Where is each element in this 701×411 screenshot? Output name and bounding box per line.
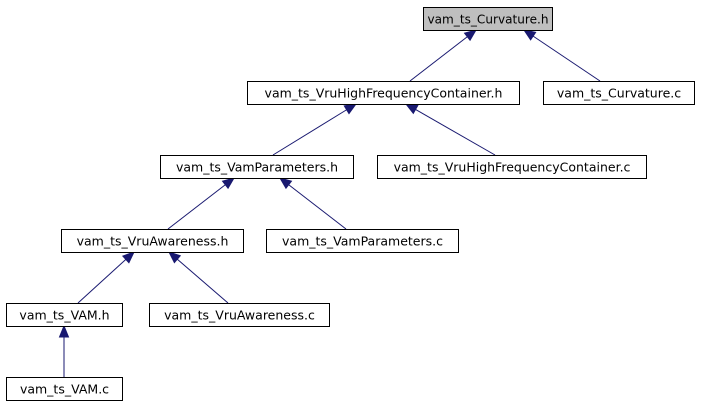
node-box[interactable] (61, 229, 244, 253)
edge-line (288, 184, 347, 230)
arrowhead-icon (121, 251, 135, 264)
node-box[interactable] (6, 377, 123, 401)
node-box[interactable] (266, 229, 459, 253)
node-vruhf-h[interactable]: vam_ts_VruHighFrequencyContainer.h (247, 81, 520, 105)
node-curv-h[interactable]: vam_ts_Curvature.h (423, 7, 553, 31)
node-label: vam_ts_Curvature.c (557, 86, 681, 101)
node-label: vam_ts_VAM.c (20, 382, 109, 397)
arrowhead-icon (343, 103, 358, 115)
arrowhead-icon (58, 324, 70, 338)
node-box[interactable] (160, 155, 354, 179)
node-vamparam-c[interactable]: vam_ts_VamParameters.c (266, 229, 459, 253)
edge-line (532, 35, 601, 82)
nodes-layer: vam_ts_Curvature.h vam_ts_VruHighFrequenc… (6, 7, 695, 401)
node-box[interactable] (377, 155, 647, 179)
node-box[interactable] (149, 303, 330, 327)
edge-vruaw_h-to-vamparam_h (167, 177, 236, 230)
edge-vamparam_h-to-vruhf_h (272, 103, 358, 156)
edge-line (409, 36, 468, 82)
node-label: vam_ts_Curvature.h (428, 12, 549, 27)
edge-vruhf_h-to-curv_h (409, 29, 478, 82)
node-vruaw-h[interactable]: vam_ts_VruAwareness.h (61, 229, 244, 253)
node-label: vam_ts_VruAwareness.c (164, 308, 315, 323)
node-label: vam_ts_VruAwareness.h (77, 234, 229, 249)
edge-line (176, 258, 229, 304)
edge-line (272, 109, 347, 156)
node-box[interactable] (423, 7, 553, 31)
arrowhead-icon (221, 177, 236, 190)
edge-vam_h-to-vruaw_h (77, 251, 135, 304)
node-box[interactable] (247, 81, 520, 105)
node-label: vam_ts_VruHighFrequencyContainer.c (394, 160, 631, 175)
node-box[interactable] (543, 81, 695, 105)
edge-curv_c-to-curv_h (522, 29, 601, 82)
node-curv-c[interactable]: vam_ts_Curvature.c (543, 81, 695, 105)
node-label: vam_ts_VamParameters.c (282, 234, 443, 249)
node-vam-c[interactable]: vam_ts_VAM.c (6, 377, 123, 401)
node-vamparam-h[interactable]: vam_ts_VamParameters.h (160, 155, 354, 179)
arrowhead-icon (522, 29, 537, 41)
node-vruhf-c[interactable]: vam_ts_VruHighFrequencyContainer.c (377, 155, 647, 179)
node-label: vam_ts_VAM.h (19, 308, 109, 323)
edge-vam_c-to-vam_h (58, 324, 70, 377)
edge-line (77, 259, 127, 304)
edge-vruaw_c-to-vruaw_h (168, 251, 229, 304)
arrowhead-icon (404, 103, 419, 115)
arrowhead-icon (168, 251, 182, 264)
edge-vruhf_c-to-vruhf_h (404, 103, 496, 156)
edge-vamparam_c-to-vamparam_h (278, 177, 347, 230)
edge-line (167, 184, 226, 230)
arrowhead-icon (463, 29, 478, 42)
arrowhead-icon (278, 177, 293, 190)
node-label: vam_ts_VruHighFrequencyContainer.h (265, 86, 503, 101)
node-box[interactable] (6, 303, 123, 327)
node-vruaw-c[interactable]: vam_ts_VruAwareness.c (149, 303, 330, 327)
node-label: vam_ts_VamParameters.h (176, 160, 338, 175)
edge-line (415, 109, 496, 156)
node-vam-h[interactable]: vam_ts_VAM.h (6, 303, 123, 327)
